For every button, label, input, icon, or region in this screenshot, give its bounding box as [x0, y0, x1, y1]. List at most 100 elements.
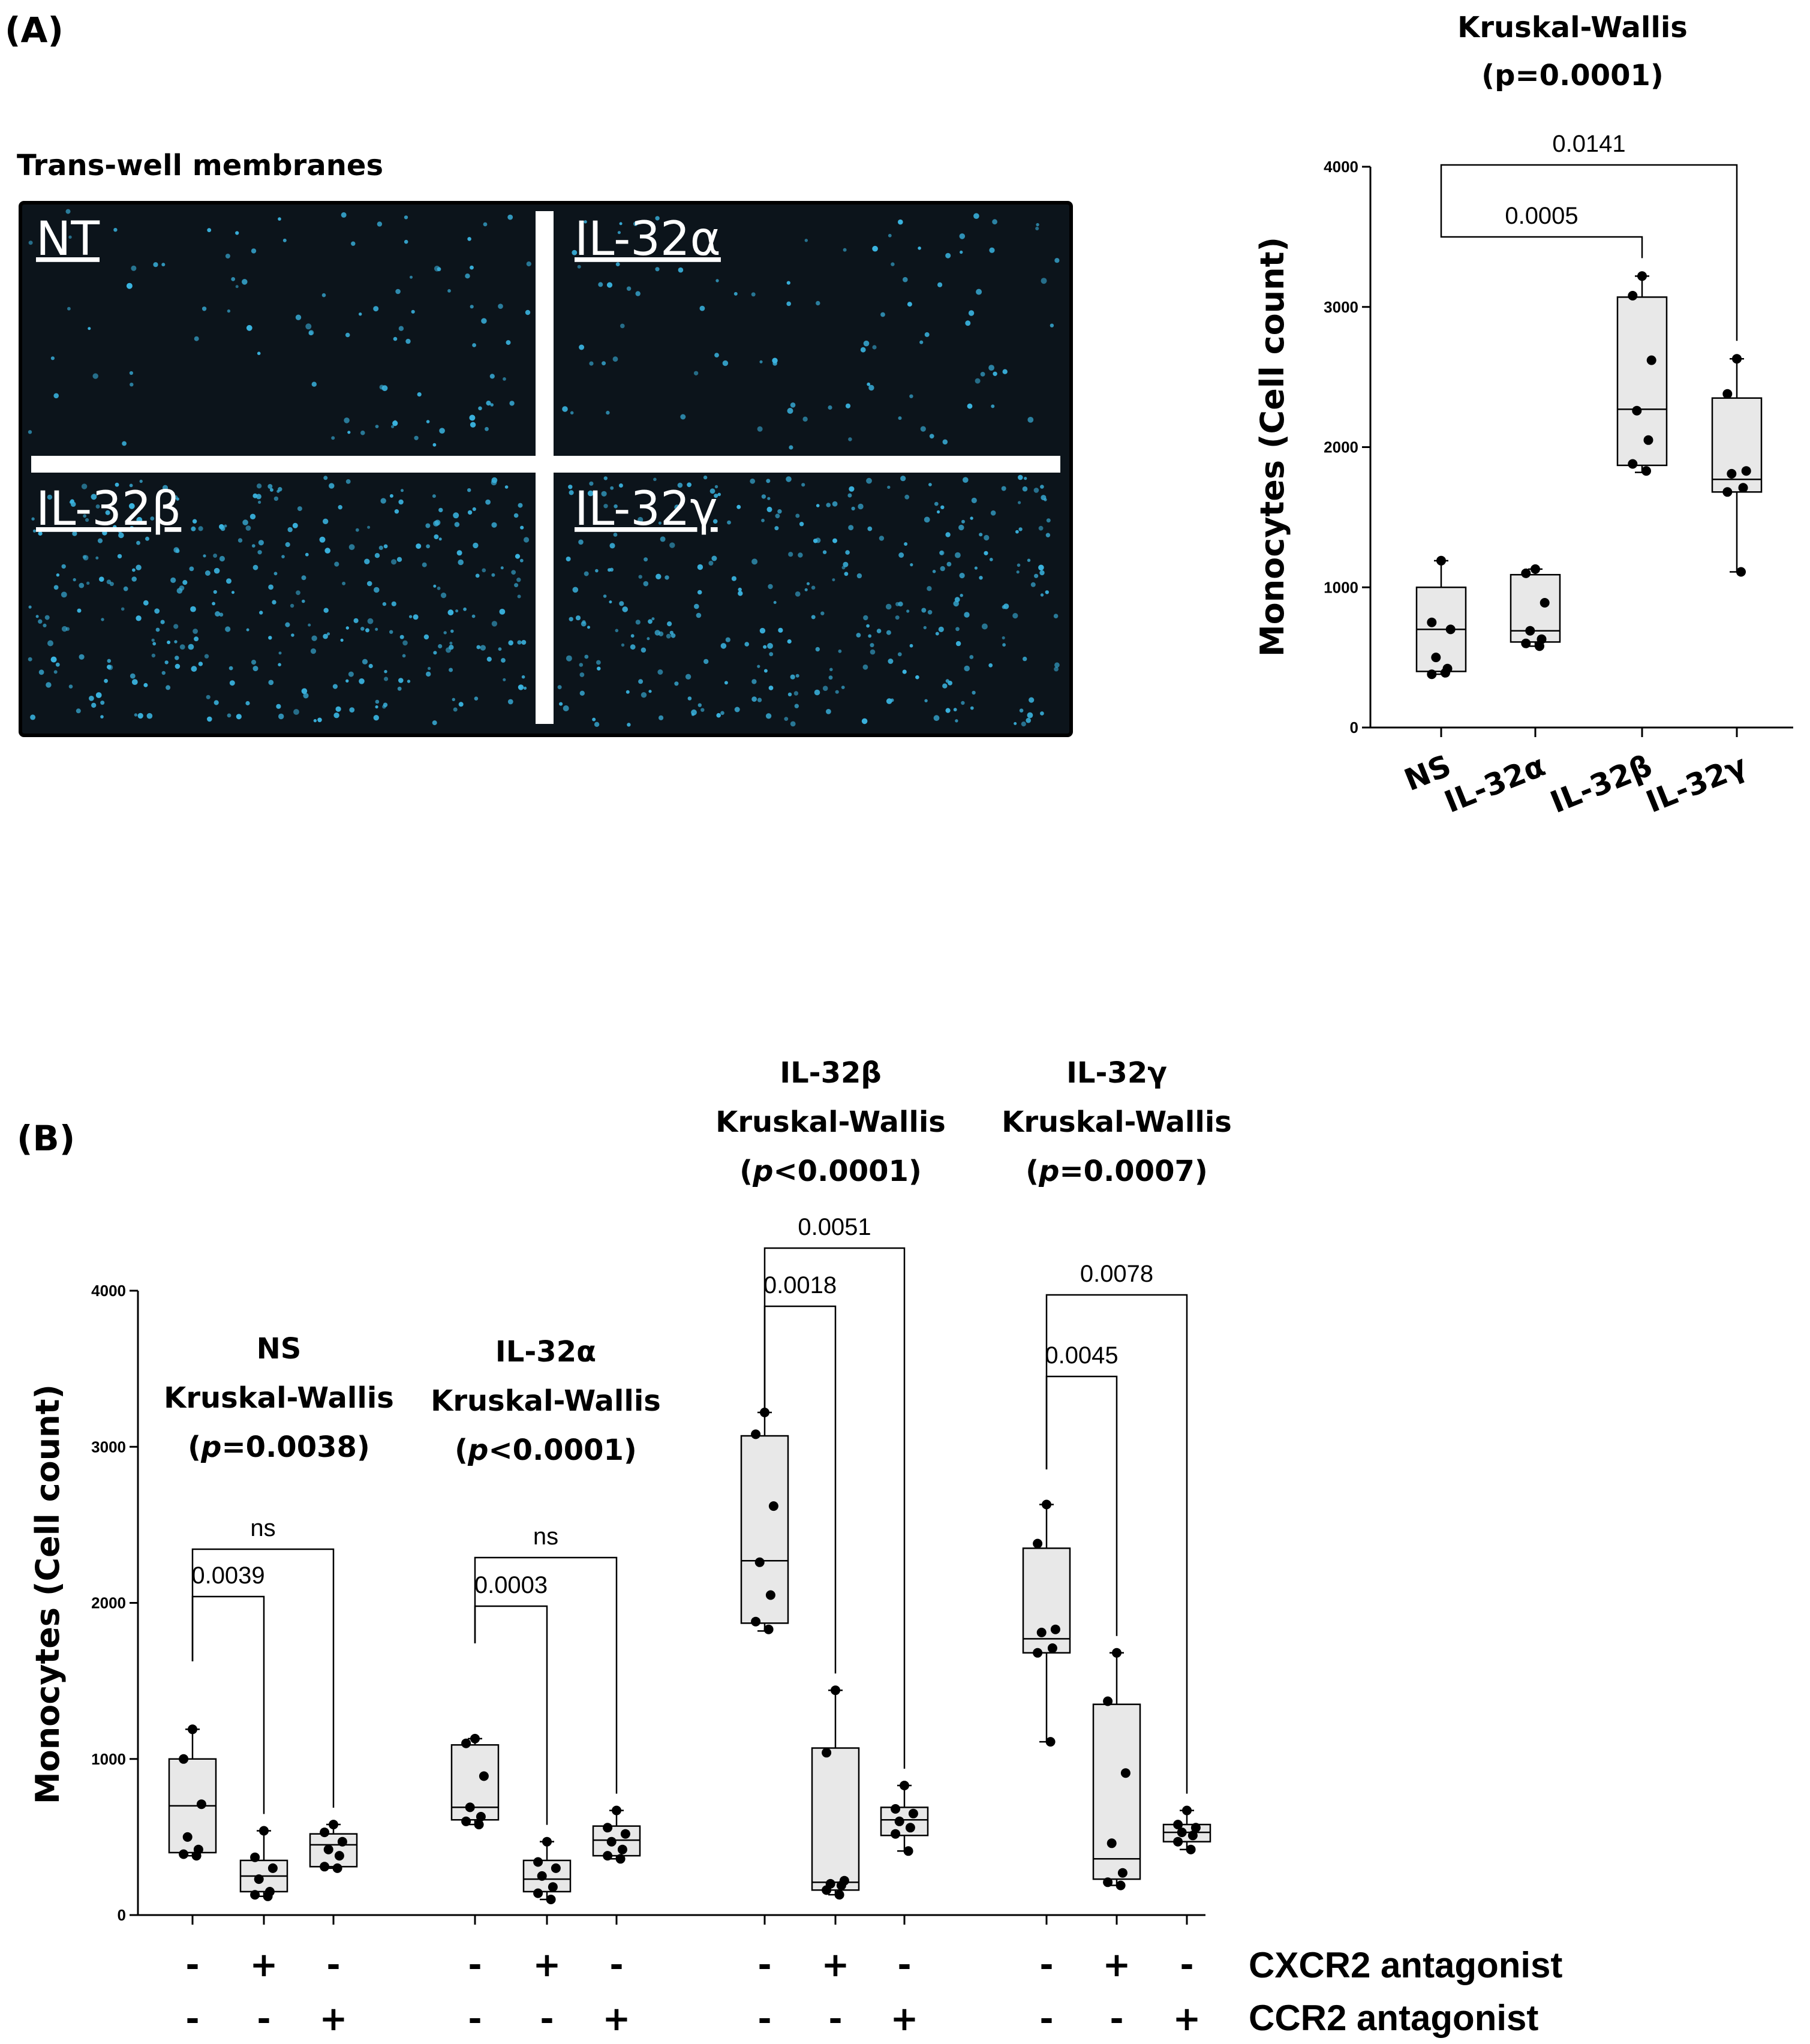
- cell-dot: [88, 327, 91, 330]
- chart-b-11-point: [1173, 1820, 1183, 1830]
- cell-dot: [506, 340, 511, 345]
- cell-dot: [972, 690, 976, 695]
- chart-b-7-point: [836, 1880, 846, 1890]
- cell-dot: [130, 673, 136, 679]
- chart-a-0-point: [1427, 617, 1437, 627]
- quadrant-label-il32b: IL-32β: [36, 482, 181, 536]
- cell-dot: [584, 654, 589, 659]
- cell-dot: [53, 585, 59, 590]
- chart-b-6-point: [760, 1408, 769, 1417]
- cell-dot: [268, 636, 272, 640]
- chart-b-8-point: [908, 1808, 918, 1818]
- cell-dot: [61, 591, 67, 598]
- chart-a-y-tick-label: 1000: [1324, 578, 1358, 596]
- cell-dot: [449, 668, 453, 672]
- cell-dot: [447, 609, 454, 616]
- cell-dot: [751, 292, 756, 297]
- cell-dot: [687, 482, 691, 488]
- cell-dot: [769, 652, 774, 657]
- cell-dot: [46, 682, 52, 688]
- cell-dot: [317, 717, 322, 723]
- cell-dot: [449, 641, 453, 645]
- cell-dot: [927, 610, 933, 615]
- cell-dot: [472, 343, 476, 347]
- chart-b-5-point: [620, 1829, 630, 1839]
- cell-dot: [945, 679, 949, 683]
- cell-dot: [761, 494, 766, 499]
- cell-dot: [845, 403, 851, 408]
- cell-dot: [345, 479, 351, 484]
- cell-dot: [28, 657, 32, 662]
- cell-dot: [345, 626, 349, 630]
- cell-dot: [465, 273, 470, 279]
- cell-dot: [904, 494, 910, 500]
- chart-b-2-point: [334, 1851, 344, 1861]
- cell-dot: [849, 486, 855, 492]
- cell-dot: [53, 670, 58, 674]
- cell-dot: [349, 707, 355, 713]
- cell-dot: [166, 685, 171, 690]
- cell-dot: [257, 550, 262, 555]
- cell-dot: [1027, 558, 1031, 562]
- chart-b-comparison-bracket: [191, 1548, 335, 1808]
- chart-a-2-point: [1641, 466, 1651, 476]
- cell-dot: [482, 568, 486, 573]
- chart-b-comparison-label: 0.0039: [191, 1562, 264, 1589]
- cell-dot: [441, 593, 447, 599]
- cxcr2-sign: -: [468, 1946, 482, 1985]
- chart-b-group-title-line: Kruskal-Wallis: [164, 1381, 394, 1415]
- cell-dot: [293, 709, 299, 715]
- cell-dot: [759, 360, 763, 363]
- cell-dot: [392, 420, 398, 426]
- cell-dot: [969, 655, 974, 659]
- chart-b-8-point: [891, 1829, 901, 1839]
- cell-dot: [219, 524, 224, 530]
- cell-dot: [508, 640, 513, 646]
- cell-dot: [697, 703, 702, 707]
- cell-dot: [678, 267, 684, 273]
- cell-dot: [928, 483, 932, 486]
- cell-dot: [620, 323, 625, 329]
- cell-dot: [214, 700, 219, 705]
- cell-dot: [656, 573, 662, 579]
- cell-dot: [398, 678, 404, 683]
- cell-dot: [915, 675, 919, 680]
- cell-dot: [176, 497, 179, 501]
- cell-dot: [81, 483, 88, 489]
- chart-b-group-p-value: (p<0.0001): [739, 1155, 922, 1188]
- cell-dot: [693, 371, 699, 375]
- cell-dot: [992, 219, 997, 225]
- chart-b-1-point: [259, 1826, 269, 1836]
- cell-dot: [278, 217, 281, 221]
- cell-dot: [516, 578, 521, 582]
- chart-b-3-point: [465, 1802, 475, 1812]
- cell-dot: [391, 425, 395, 428]
- cell-dot: [866, 624, 870, 628]
- cell-dot: [927, 586, 932, 591]
- cell-dot: [129, 371, 133, 375]
- cell-dot: [433, 584, 437, 588]
- cell-dot: [269, 488, 273, 492]
- cell-dot: [900, 476, 906, 482]
- cell-dot: [976, 288, 982, 295]
- cell-dot: [880, 312, 885, 317]
- cell-dot: [964, 665, 970, 672]
- cell-dot: [1029, 697, 1035, 703]
- cell-dot: [716, 713, 721, 718]
- cell-dot: [323, 518, 329, 524]
- chart-b-11-point: [1173, 1836, 1183, 1847]
- cell-dot: [145, 536, 149, 541]
- membrane-cells: [28, 209, 1060, 728]
- cell-dot: [382, 602, 387, 606]
- chart-b-2-point: [320, 1827, 330, 1838]
- cell-dot: [635, 291, 641, 296]
- cell-dot: [305, 552, 309, 557]
- cell-dot: [383, 544, 388, 549]
- cell-dot: [843, 561, 849, 567]
- cell-dot: [832, 538, 837, 543]
- cell-dot: [470, 422, 476, 428]
- cell-dot: [832, 501, 838, 507]
- cell-dot: [467, 237, 471, 241]
- chart-b-8-box: [880, 1806, 929, 1836]
- cell-dot: [909, 394, 913, 398]
